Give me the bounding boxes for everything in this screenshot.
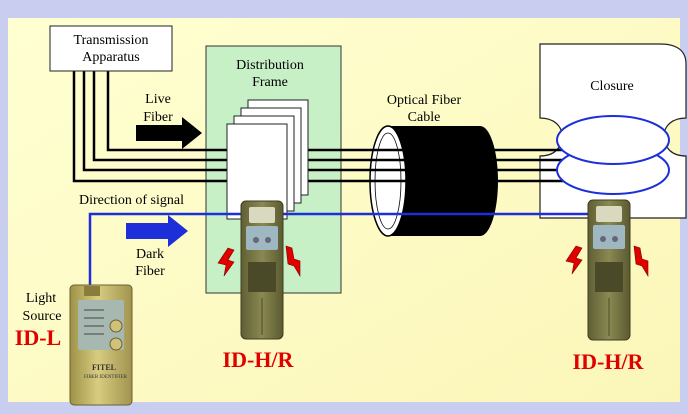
- fiber-identifier-right: [587, 199, 631, 341]
- optical-fiber-cable-label-2: Cable: [408, 110, 441, 125]
- live-fiber-label-1: Live: [145, 92, 171, 107]
- lightning-icon: [285, 245, 301, 278]
- transmission-apparatus-label-1: Transmission: [74, 33, 149, 48]
- lightning-icon: [217, 247, 235, 277]
- distribution-frame-label-2: Frame: [252, 75, 288, 90]
- id-l-label: ID-L: [15, 325, 61, 350]
- id-hr-label-left: ID-H/R: [223, 347, 295, 372]
- light-source-device: FITEL FIBER IDENTIFIER: [69, 284, 133, 406]
- transmission-apparatus-label-2: Apparatus: [82, 50, 140, 65]
- id-hr-label-right: ID-H/R: [573, 349, 645, 374]
- light-source-label-1: Light: [26, 291, 56, 306]
- device-model-label: FIBER IDENTIFIER: [84, 375, 128, 380]
- dark-fiber-label-1: Dark: [136, 247, 164, 262]
- distribution-frame-label-1: Distribution: [236, 58, 304, 73]
- transmission-apparatus-box: [49, 25, 173, 72]
- direction-of-signal-label: Direction of signal: [79, 193, 184, 208]
- light-source-label-2: Source: [23, 309, 62, 324]
- device-brand-label: FITEL: [92, 363, 116, 372]
- fiber-identifier-left: [240, 200, 284, 340]
- live-fiber-label-2: Fiber: [143, 110, 173, 125]
- distribution-frame-sheets: [226, 99, 309, 220]
- dark-fiber-arrow-icon: [126, 215, 188, 247]
- lightning-icon: [633, 245, 649, 278]
- optical-fiber-cable-label-1: Optical Fiber: [387, 93, 462, 108]
- closure-label: Closure: [590, 79, 634, 94]
- live-fiber-arrow-icon: [136, 117, 202, 149]
- dark-fiber-label-2: Fiber: [135, 264, 165, 279]
- lightning-icon: [565, 245, 583, 275]
- closure-fiber-coils: [556, 115, 670, 195]
